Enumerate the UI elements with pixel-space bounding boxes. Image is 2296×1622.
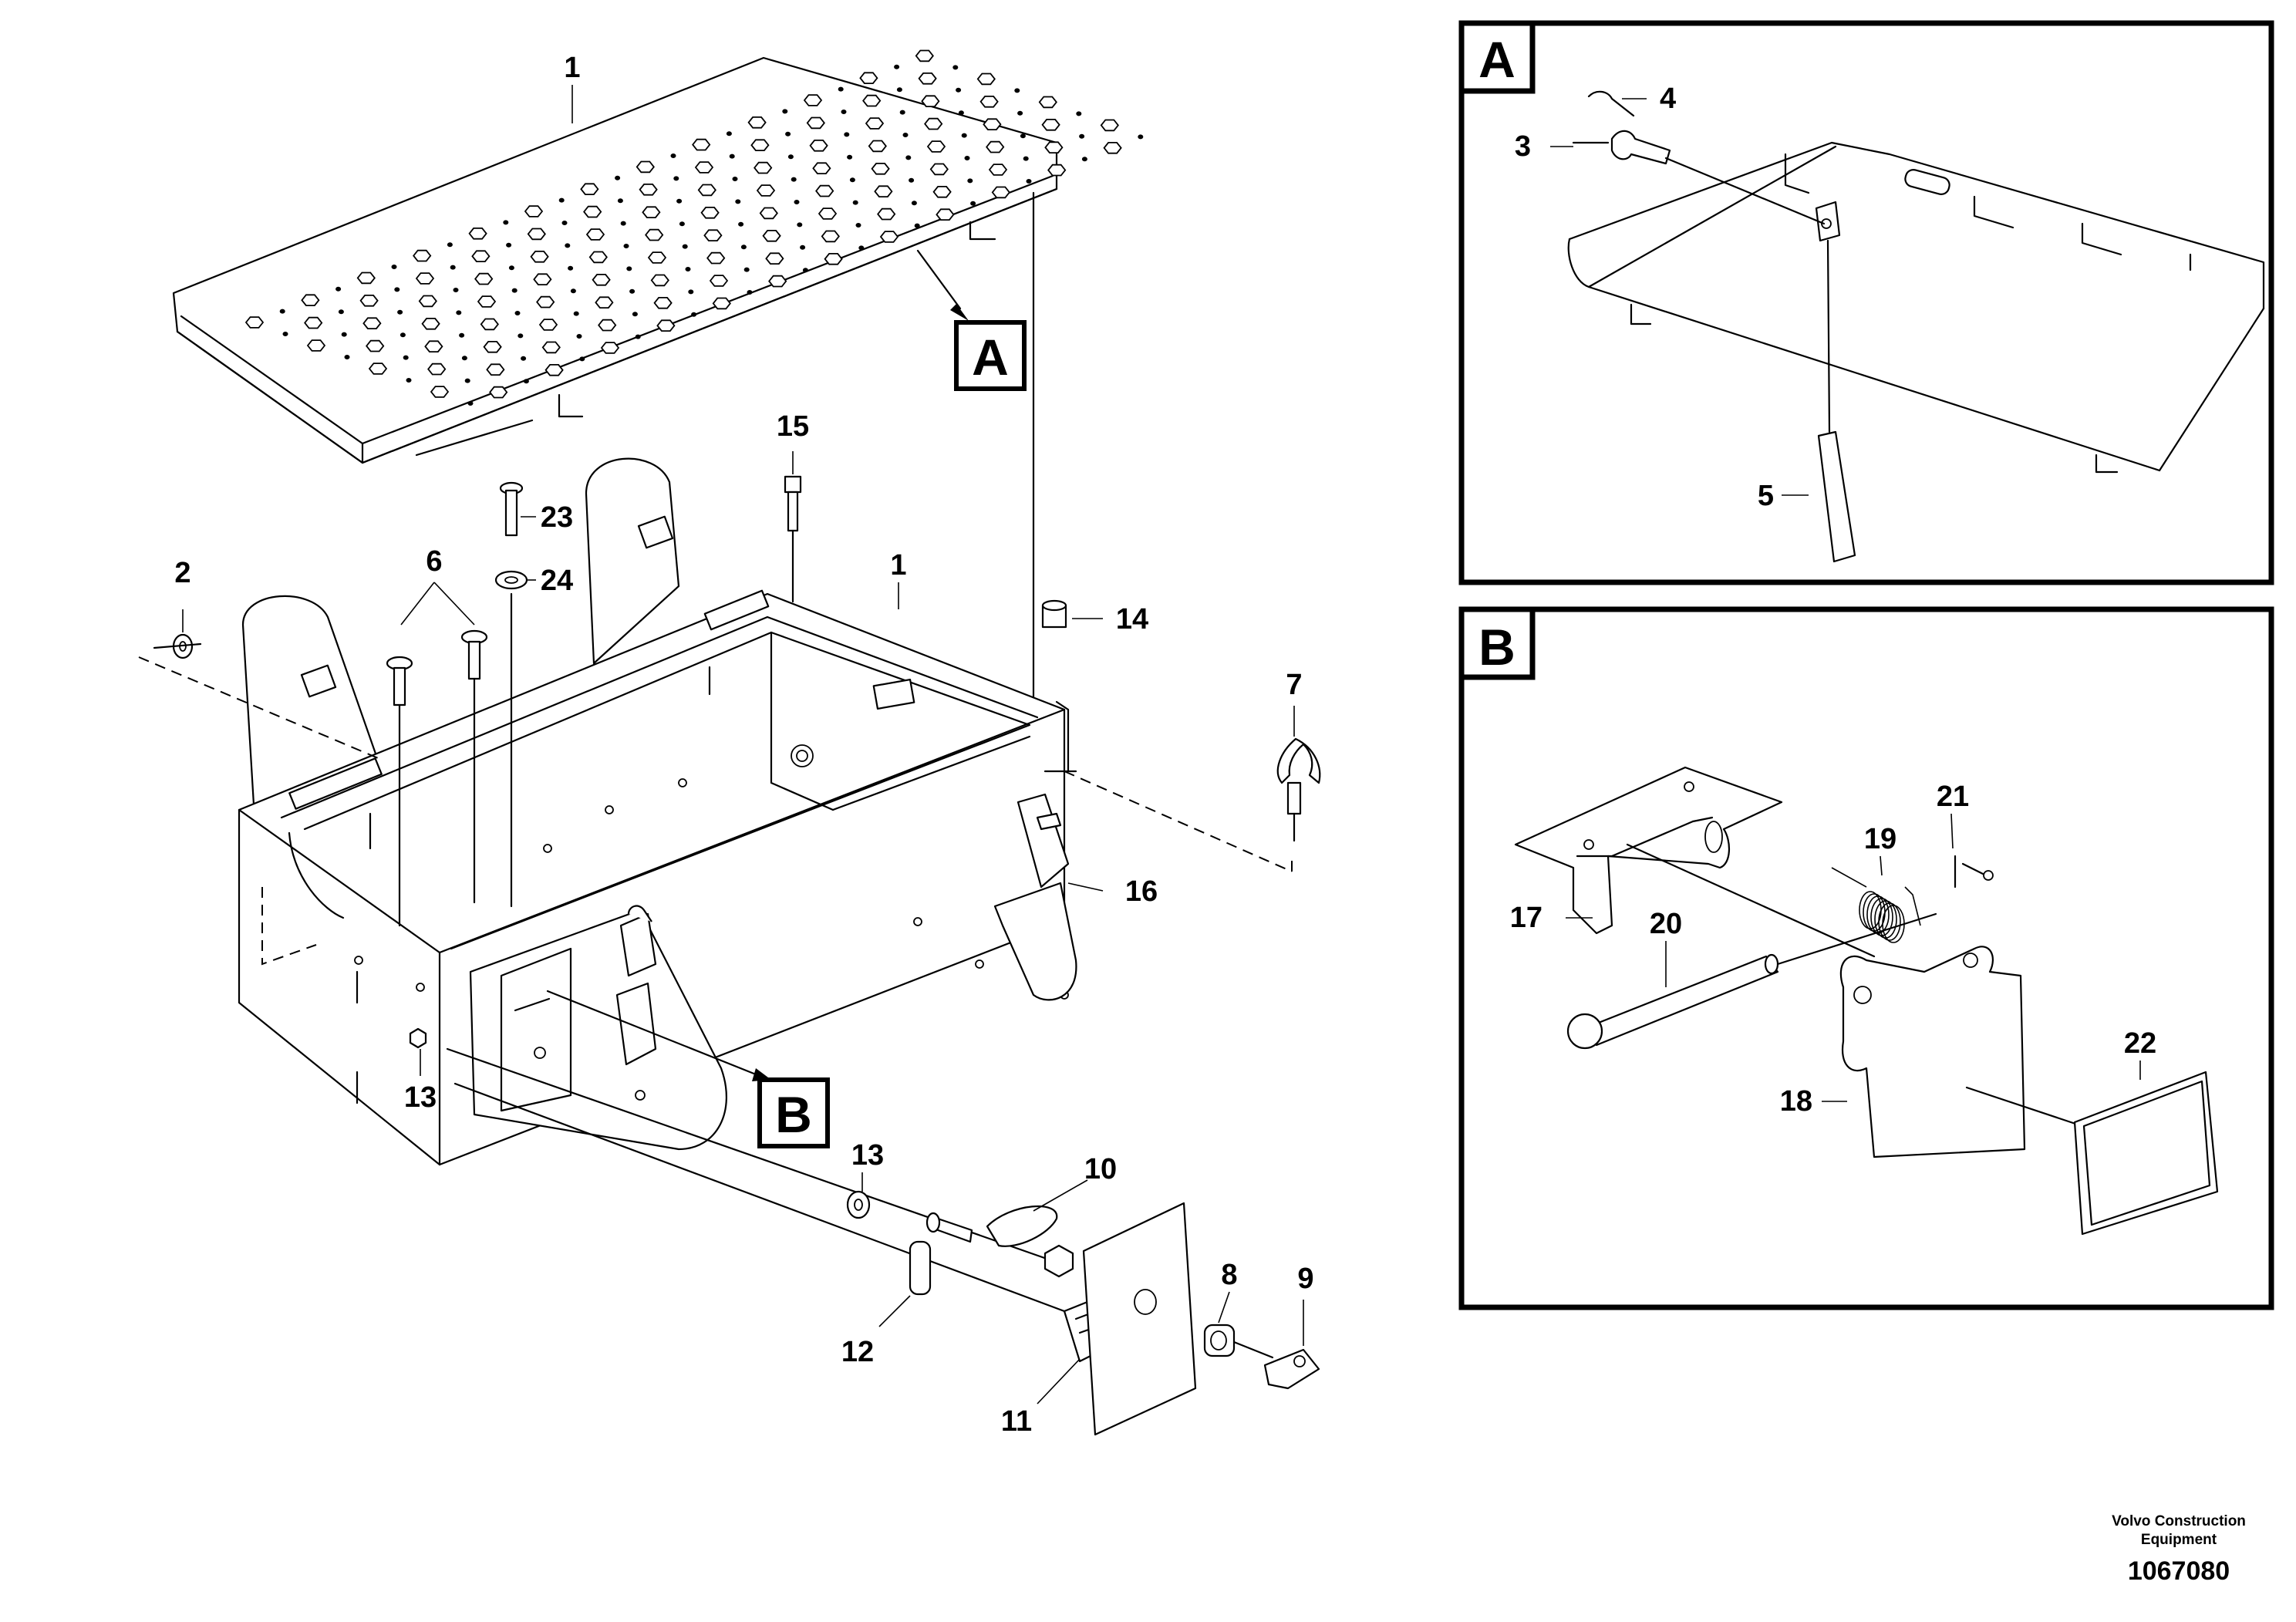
callout-24: 24 [541, 565, 573, 597]
latch-assembly [846, 1190, 1320, 1436]
callout-17: 17 [1510, 902, 1542, 934]
callout-12: 12 [841, 1336, 874, 1368]
view-tag-a-label: A [972, 329, 1009, 386]
callout-15: 15 [777, 410, 809, 443]
callout-3: 3 [1515, 130, 1531, 163]
callout-23: 23 [541, 501, 573, 534]
callout-leaders [182, 85, 1304, 1404]
callout-21: 21 [1937, 781, 1969, 813]
detail-b: B 21 19 [1458, 606, 2274, 1310]
brand-line-2: Equipment [2140, 1532, 2217, 1548]
view-tag-a: A [954, 320, 1027, 391]
view-tag-b-label: B [775, 1086, 812, 1143]
leader-a [916, 249, 962, 310]
step-plate [172, 49, 1144, 819]
callout-8: 8 [1221, 1259, 1237, 1291]
callout-19: 19 [1864, 823, 1896, 855]
callout-9: 9 [1297, 1263, 1313, 1295]
view-tag-b: B [757, 1077, 830, 1148]
hex-hole-pattern [244, 49, 1144, 406]
callout-11: 11 [1001, 1405, 1032, 1438]
callout-1-plate: 1 [564, 52, 580, 84]
callout-13-left: 13 [404, 1081, 437, 1114]
tool-box [238, 457, 1077, 1166]
spring [1859, 891, 1905, 943]
callout-7: 7 [1286, 669, 1302, 701]
drawing-number: 1067080 [2127, 1556, 2230, 1586]
callout-18: 18 [1780, 1085, 1812, 1118]
callout-14: 14 [1116, 603, 1148, 636]
callout-6: 6 [426, 545, 442, 578]
detail-b-tag: B [1478, 619, 1515, 676]
detail-a: A 4 3 5 [1458, 20, 2274, 585]
callout-2: 2 [174, 557, 190, 589]
leader-b [546, 990, 761, 1077]
callout-13-right: 13 [851, 1139, 884, 1172]
main-assembly: A [138, 49, 1321, 1438]
callout-16: 16 [1125, 875, 1158, 908]
callout-1-box: 1 [890, 549, 906, 582]
detail-a-tag: A [1478, 31, 1515, 88]
callout-20: 20 [1650, 908, 1682, 940]
callout-10: 10 [1084, 1153, 1117, 1185]
callout-4: 4 [1660, 83, 1676, 115]
callout-5: 5 [1758, 480, 1774, 512]
brand-line-1: Volvo Construction [2112, 1513, 2246, 1529]
callout-22: 22 [2124, 1027, 2156, 1060]
